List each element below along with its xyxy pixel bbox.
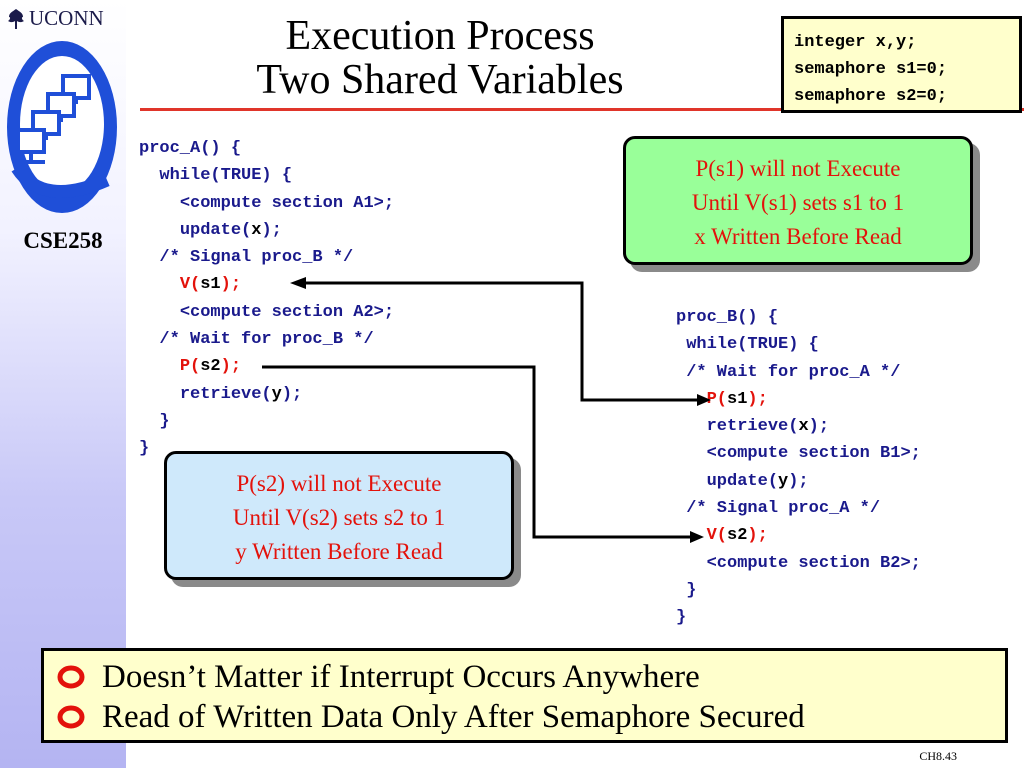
code-line: } bbox=[159, 411, 170, 431]
cse-logo-icon bbox=[7, 41, 117, 213]
code-comment: /* Signal proc_A */ bbox=[686, 499, 881, 519]
semaphore-wait-s1: P(s1); bbox=[706, 389, 768, 409]
arrowhead-to-v-s1 bbox=[290, 277, 306, 289]
title-line-1: Execution Process bbox=[285, 13, 595, 59]
ring-bullet-icon bbox=[57, 665, 85, 689]
code-line: } bbox=[139, 439, 150, 459]
callout-s1: P(s1) will not Execute Until V(s1) sets … bbox=[623, 136, 973, 265]
page-number: CH8.43 bbox=[919, 749, 957, 763]
callout-line: y Written Before Read bbox=[235, 539, 443, 564]
code-line: <compute section A2>; bbox=[179, 302, 395, 322]
arrow-s1-connector bbox=[305, 281, 705, 402]
code-line: update(x); bbox=[179, 220, 282, 240]
proc-b-code: proc_B() { while(TRUE) { /* Wait for pro… bbox=[676, 304, 921, 632]
semaphore-wait-s2: P(s2); bbox=[179, 357, 242, 377]
declarations-box: integer x,y; semaphore s1=0; semaphore s… bbox=[781, 16, 1022, 113]
code-line: retrieve(y); bbox=[179, 384, 303, 404]
code-line: proc_B() { bbox=[676, 308, 779, 327]
sidebar: UCONN CSE258 bbox=[0, 0, 126, 768]
callout-line: x Written Before Read bbox=[694, 224, 902, 249]
callout-line: Until V(s1) sets s1 to 1 bbox=[691, 190, 905, 215]
ring-bullet-icon bbox=[57, 705, 85, 729]
declaration-line: semaphore s1=0; bbox=[794, 60, 948, 79]
code-comment: /* Signal proc_B */ bbox=[159, 248, 354, 268]
title-line-2: Two Shared Variables bbox=[256, 57, 624, 103]
code-line: proc_A() { bbox=[139, 139, 242, 158]
semaphore-signal-s2: V(s2); bbox=[706, 526, 768, 546]
proc-a-code: proc_A() { while(TRUE) { <compute sectio… bbox=[139, 135, 394, 463]
code-comment: /* Wait for proc_A */ bbox=[686, 362, 901, 382]
code-line: <compute section B2>; bbox=[706, 553, 921, 573]
semaphore-signal-s1: V(s1); bbox=[179, 275, 242, 295]
arrowhead-to-v-s2 bbox=[690, 531, 704, 543]
declaration-line: integer x,y; bbox=[794, 33, 917, 52]
title-underline bbox=[140, 108, 1024, 111]
code-line: while(TRUE) { bbox=[159, 166, 293, 186]
bullet-item: Read of Written Data Only After Semaphor… bbox=[44, 697, 1005, 737]
callout-s2: P(s2) will not Execute Until V(s2) sets … bbox=[164, 451, 514, 580]
code-line: } bbox=[676, 608, 687, 628]
code-line: update(y); bbox=[706, 471, 809, 491]
bullet-text: Read of Written Data Only After Semaphor… bbox=[102, 698, 805, 735]
arrow-s2-connector bbox=[262, 365, 690, 539]
code-comment: /* Wait for proc_B */ bbox=[159, 330, 374, 350]
callout-line: Until V(s2) sets s2 to 1 bbox=[232, 505, 446, 530]
uconn-logo: UCONN bbox=[6, 6, 104, 31]
uconn-wordmark: UCONN bbox=[29, 6, 104, 30]
oak-leaf-icon bbox=[8, 8, 24, 29]
code-line: <compute section B1>; bbox=[706, 444, 921, 464]
callout-line: P(s2) will not Execute bbox=[236, 471, 442, 496]
bullet-text: Doesn’t Matter if Interrupt Occurs Anywh… bbox=[102, 658, 700, 695]
code-line: <compute section A1>; bbox=[179, 193, 395, 213]
code-line: } bbox=[686, 580, 697, 600]
bullet-item: Doesn’t Matter if Interrupt Occurs Anywh… bbox=[44, 657, 1005, 697]
course-code: CSE258 bbox=[23, 228, 103, 253]
code-line: while(TRUE) { bbox=[686, 335, 819, 355]
code-line: retrieve(x); bbox=[706, 417, 830, 437]
declaration-line: semaphore s2=0; bbox=[794, 87, 948, 106]
arrowhead-to-p-s1 bbox=[697, 394, 711, 406]
bullet-box: Doesn’t Matter if Interrupt Occurs Anywh… bbox=[41, 648, 1008, 743]
callout-line: P(s1) will not Execute bbox=[695, 156, 901, 181]
slide-title: Execution Process Two Shared Variables bbox=[140, 14, 740, 102]
